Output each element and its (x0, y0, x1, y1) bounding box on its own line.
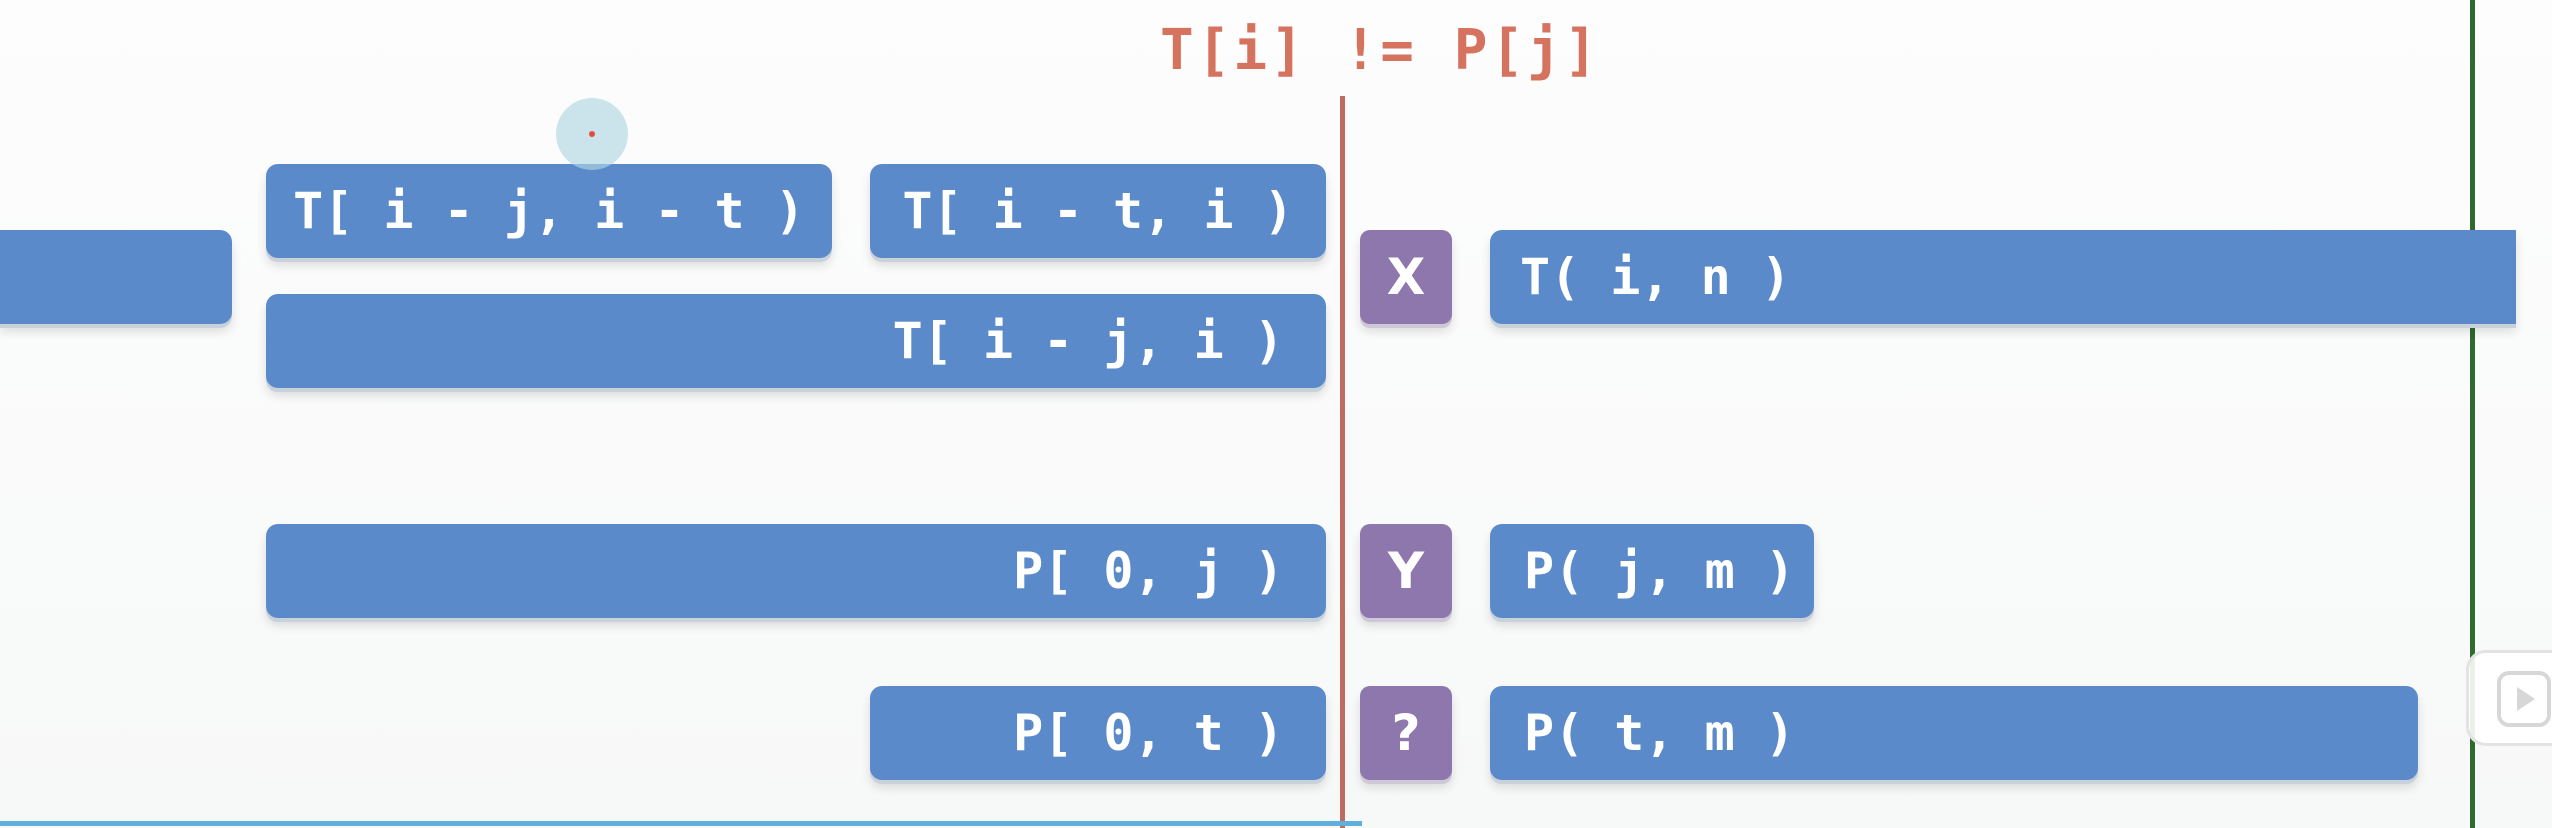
play-icon (2497, 671, 2551, 727)
text-block-i-minus-j-to-i-minus-t: T[ i - j, i - t ) (266, 164, 832, 258)
text-block-i-minus-t-to-i: T[ i - t, i ) (870, 164, 1326, 258)
pattern-block-j-to-m: P( j, m ) (1490, 524, 1814, 618)
pattern-block-0-to-j: P[ 0, j ) (266, 524, 1326, 618)
badge-y: Y (1360, 524, 1452, 618)
text-block-i-minus-j-to-i: T[ i - j, i ) (266, 294, 1326, 388)
text-end-boundary-line (2470, 0, 2475, 828)
pattern-block-t-to-m: P( t, m ) (1490, 686, 2418, 780)
text-block-i-to-n: T( i, n ) (1490, 230, 2516, 324)
pattern-block-0-to-t: P[ 0, t ) (870, 686, 1326, 780)
badge-unknown: ? (1360, 686, 1452, 780)
text-block-left-offscreen (0, 230, 232, 324)
cursor-highlight-icon (556, 98, 628, 170)
play-button[interactable] (2466, 650, 2552, 746)
mismatch-condition-label: T[i] != P[j] (1160, 18, 1601, 83)
mismatch-divider-line (1340, 96, 1345, 828)
video-progress-bar[interactable] (0, 821, 1362, 826)
badge-x: X (1360, 230, 1452, 324)
